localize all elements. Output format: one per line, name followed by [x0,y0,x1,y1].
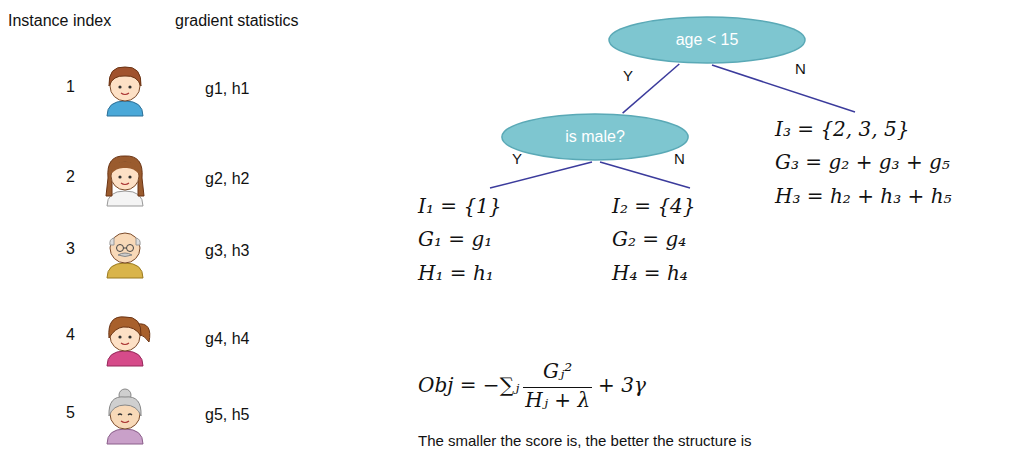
branch-line [490,162,592,188]
gradient-text: g4, h4 [205,330,249,348]
fraction-bar [523,387,592,388]
person-icon [107,233,143,278]
leaf-formula: I₂ = {4} [612,195,696,218]
decision-ellipse: is male? [500,112,690,162]
instance-number: 1 [66,78,75,96]
branch-label: N [795,60,806,77]
leaf-formula: G₁ = g₁ [418,228,492,251]
leaf-formula: H₃ = h₂ + h₃ + h₅ [775,185,952,208]
objective-formula: Obj = −∑ⱼ [418,374,519,397]
branch-label: Y [623,67,633,84]
branch-label: Y [512,150,522,167]
person-icon [107,317,150,366]
instance-number: 3 [66,240,75,258]
gradient-text: g1, h1 [205,80,249,98]
objective-formula: + 3γ [598,374,646,397]
leaf-formula: I₃ = {2, 3, 5} [775,118,909,141]
branch-label: N [674,150,685,167]
gradient-text: g2, h2 [205,170,249,188]
person-icon [107,67,143,116]
instance-number: 4 [66,326,75,344]
leaf-formula: G₂ = g₄ [612,228,686,251]
node-text: is male? [565,128,625,146]
instance-number: 5 [66,404,75,422]
branch-connector [623,64,680,113]
objective-formula: Hⱼ + λ [525,389,590,412]
branch-line [712,65,855,112]
gradient-text: g5, h5 [205,406,249,424]
header-text: Instance index [8,12,111,30]
caption-text: The smaller the score is, the better the… [418,432,751,449]
gradient-text: g3, h3 [205,242,249,260]
header-text: gradient statistics [175,12,299,30]
decision-ellipse: age < 15 [607,15,807,65]
leaf-formula: H₄ = h₄ [612,262,688,285]
person-icon [107,389,143,444]
leaf-formula: H₁ = h₁ [418,262,494,285]
person-icon [106,156,144,206]
node-text: age < 15 [676,31,739,49]
objective-formula: Gⱼ² [543,360,572,383]
instance-number: 2 [66,168,75,186]
leaf-formula: G₃ = g₂ + g₃ + g₅ [775,151,950,174]
leaf-formula: I₁ = {1} [418,195,502,218]
